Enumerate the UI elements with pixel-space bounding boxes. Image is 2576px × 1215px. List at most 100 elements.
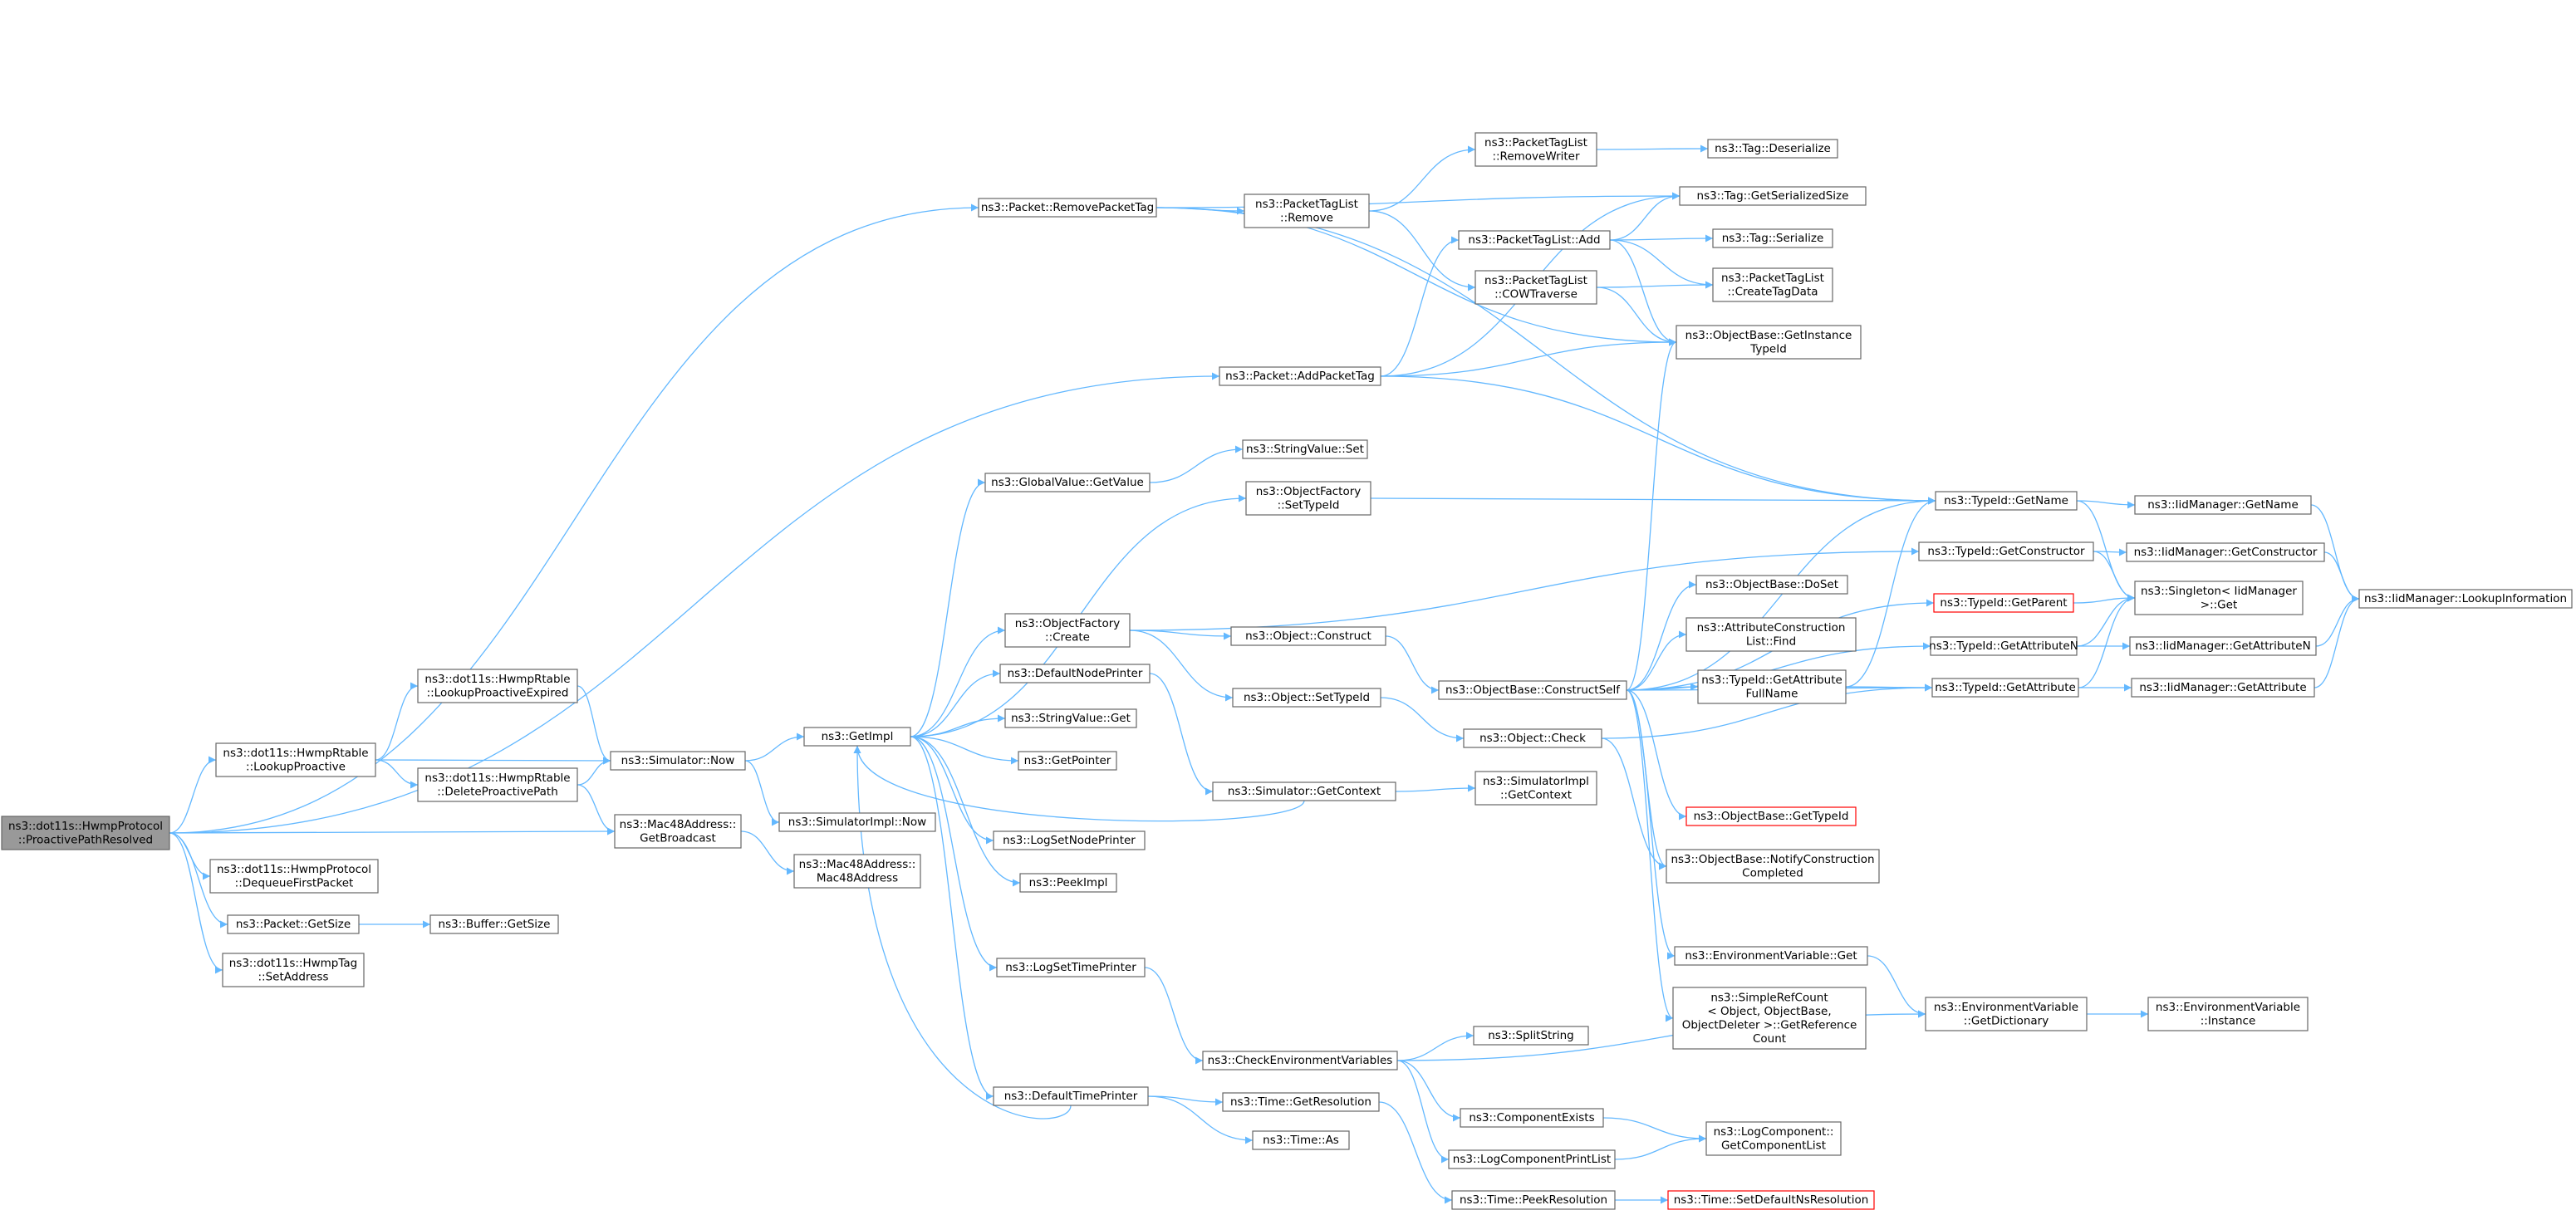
node-packetTagListCOWTraverse[interactable]: ns3::PacketTagList::COWTraverse: [1474, 270, 1597, 305]
node-checkEnvVars[interactable]: ns3::CheckEnvironmentVariables: [1202, 1051, 1398, 1070]
node-getImpl[interactable]: ns3::GetImpl: [803, 727, 911, 747]
node-singletonGet[interactable]: ns3::Singleton< IidManager>::Get: [2134, 581, 2304, 615]
node-iidManagerGetAttributeN[interactable]: ns3::IidManager::GetAttributeN: [2129, 636, 2317, 656]
node-label: ns3::Time::SetDefaultNsResolution: [1674, 1193, 1869, 1207]
node-box: [1685, 806, 1857, 826]
node-logSetNodePrinter[interactable]: ns3::LogSetNodePrinter: [993, 830, 1146, 850]
node-box: [614, 814, 742, 849]
node-lookupProactiveExpired[interactable]: ns3::dot11s::HwmpRtable::LookupProactive…: [417, 669, 578, 703]
node-defaultTimePrinter[interactable]: ns3::DefaultTimePrinter: [993, 1086, 1149, 1106]
node-typeIdGetAttributeN[interactable]: ns3::TypeId::GetAttributeN: [1929, 636, 2078, 656]
node-lookupProactive[interactable]: ns3::dot11s::HwmpRtable::LookupProactive: [215, 742, 376, 777]
node-box: [993, 1086, 1149, 1106]
edge-objectBaseConstructSelf-to-simpleRefCountGetReferenceCount: [1626, 689, 1674, 1022]
node-objectBaseGetTypeId[interactable]: ns3::ObjectBase::GetTypeId: [1685, 806, 1857, 826]
node-objectFactorySetTypeId[interactable]: ns3::ObjectFactory::SetTypeId: [1245, 481, 1371, 516]
edge-typeIdGetAttributeFullName-to-typeIdGetAttribute: [1845, 683, 1933, 692]
node-envVarGet[interactable]: ns3::EnvironmentVariable::Get: [1674, 946, 1868, 966]
edge-layer: [169, 145, 2360, 1204]
node-splitString[interactable]: ns3::SplitString: [1473, 1026, 1589, 1046]
edge-getImpl-to-objectFactoryCreate: [910, 626, 1006, 737]
node-box: [1004, 613, 1131, 648]
node-tagSerialize[interactable]: ns3::Tag::Serialize: [1712, 228, 1833, 248]
node-addPacketTag[interactable]: ns3::Packet::AddPacketTag: [1219, 366, 1381, 386]
node-label: ns3::GetImpl: [822, 730, 894, 743]
node-simulatorNow[interactable]: ns3::Simulator::Now: [610, 751, 746, 771]
node-typeIdGetAttribute[interactable]: ns3::TypeId::GetAttribute: [1931, 678, 2079, 698]
node-box: [1460, 1108, 1604, 1128]
node-iidManagerGetConstructor[interactable]: ns3::IidManager::GetConstructor: [2126, 542, 2325, 562]
node-simpleRefCountGetReferenceCount[interactable]: ns3::SimpleRefCount< Object, ObjectBase,…: [1672, 987, 1867, 1050]
edge-getImpl-to-globalValueGetValue: [910, 478, 986, 737]
edge-getImpl-to-defaultNodePrinter: [910, 669, 1001, 737]
node-peekImpl[interactable]: ns3::PeekImpl: [1019, 873, 1117, 893]
node-objectFactoryCreate[interactable]: ns3::ObjectFactory::Create: [1004, 613, 1131, 648]
node-mac48Address[interactable]: ns3::Mac48Address::Mac48Address: [793, 854, 921, 889]
node-stringValueGet[interactable]: ns3::StringValue::Get: [1004, 708, 1137, 728]
edge-objectBaseConstructSelf-to-objectBaseGetInstanceTypeId: [1626, 338, 1677, 691]
edge-typeIdGetName-to-iidManagerGetName: [2076, 500, 2136, 509]
node-box: [1438, 680, 1627, 700]
node-packetTagListCreateTagData[interactable]: ns3::PacketTagList::CreateTagData: [1712, 267, 1833, 302]
node-simImplGetContext[interactable]: ns3::SimulatorImpl::GetContext: [1474, 771, 1597, 806]
node-typeIdGetName[interactable]: ns3::TypeId::GetName: [1935, 491, 2078, 511]
node-box: [1930, 636, 2078, 656]
node-box: [2126, 542, 2325, 562]
node-label: TypeId: [1749, 342, 1787, 355]
node-timeSetDefaultNsResolution[interactable]: ns3::Time::SetDefaultNsResolution: [1667, 1190, 1875, 1210]
node-typeIdGetParent[interactable]: ns3::TypeId::GetParent: [1933, 593, 2074, 613]
node-label: ns3::EnvironmentVariable::Get: [1685, 949, 1857, 963]
node-getPointer[interactable]: ns3::GetPointer: [1018, 751, 1117, 771]
node-globalValueGetValue[interactable]: ns3::GlobalValue::GetValue: [984, 473, 1151, 492]
node-iidManagerGetName[interactable]: ns3::IidManager::GetName: [2134, 495, 2312, 515]
node-packetTagListAdd[interactable]: ns3::PacketTagList::Add: [1458, 230, 1611, 250]
node-tagDeserialize[interactable]: ns3::Tag::Deserialize: [1707, 139, 1838, 159]
node-hwmpTagSetAddr[interactable]: ns3::dot11s::HwmpTag::SetAddress: [222, 953, 365, 987]
node-objectConstruct[interactable]: ns3::Object::Construct: [1230, 626, 1386, 646]
node-label: ::SetAddress: [258, 970, 328, 983]
node-objectBaseConstructSelf[interactable]: ns3::ObjectBase::ConstructSelf: [1438, 680, 1627, 700]
node-timePeekResolution[interactable]: ns3::Time::PeekResolution: [1451, 1190, 1616, 1210]
node-objectBaseNotifyConstructionCompleted[interactable]: ns3::ObjectBase::NotifyConstructionCompl…: [1666, 849, 1880, 884]
edge-packetTagListCOWTraverse-to-objectBaseGetInstanceTypeId: [1596, 287, 1677, 346]
node-iidManagerLookupInformation[interactable]: ns3::IidManager::LookupInformation: [2358, 589, 2573, 609]
edge-typeIdGetAttribute-to-singletonGet: [2078, 594, 2136, 688]
node-packetGetSize[interactable]: ns3::Packet::GetSize: [227, 914, 360, 934]
node-logComponentGetComponentList[interactable]: ns3::LogComponent::GetComponentList: [1705, 1121, 1842, 1156]
node-logComponentPrintList[interactable]: ns3::LogComponentPrintList: [1448, 1149, 1616, 1169]
node-componentExists[interactable]: ns3::ComponentExists: [1460, 1108, 1604, 1128]
node-defaultNodePrinter[interactable]: ns3::DefaultNodePrinter: [999, 664, 1151, 683]
node-simImplNow[interactable]: ns3::SimulatorImpl::Now: [778, 812, 936, 832]
node-stringValueSet[interactable]: ns3::StringValue::Set: [1242, 439, 1368, 459]
node-label: ns3::CheckEnvironmentVariables: [1208, 1054, 1393, 1067]
node-timeAs[interactable]: ns3::Time::As: [1252, 1130, 1350, 1150]
node-simulatorGetContext[interactable]: ns3::Simulator::GetContext: [1212, 781, 1396, 801]
node-box: [2358, 589, 2573, 609]
node-packetTagListRemoveWriter[interactable]: ns3::PacketTagList::RemoveWriter: [1474, 132, 1597, 167]
node-logSetTimePrinter[interactable]: ns3::LogSetTimePrinter: [996, 958, 1146, 977]
edge-root-to-removePacketTag: [169, 203, 979, 834]
node-packetTagListRemove[interactable]: ns3::PacketTagList::Remove: [1244, 194, 1370, 228]
node-envVarGetDictionary[interactable]: ns3::EnvironmentVariable::GetDictionary: [1925, 997, 2088, 1031]
node-objectBaseDoSet[interactable]: ns3::ObjectBase::DoSet: [1695, 575, 1848, 595]
node-box: [1679, 186, 1867, 206]
node-iidManagerGetAttribute[interactable]: ns3::IidManager::GetAttribute: [2131, 678, 2315, 698]
node-timeGetResolution[interactable]: ns3::Time::GetResolution: [1222, 1092, 1380, 1112]
node-macGetBroadcast[interactable]: ns3::Mac48Address::GetBroadcast: [614, 814, 742, 849]
node-label: ns3::EnvironmentVariable: [1934, 1001, 2078, 1014]
node-tagGetSerializedSize[interactable]: ns3::Tag::GetSerializedSize: [1679, 186, 1867, 206]
node-typeIdGetConstructor[interactable]: ns3::TypeId::GetConstructor: [1918, 541, 2094, 561]
node-label: ::Instance: [2201, 1014, 2256, 1027]
node-bufferGetSize[interactable]: ns3::Buffer::GetSize: [429, 914, 559, 934]
node-envVarInstance[interactable]: ns3::EnvironmentVariable::Instance: [2147, 997, 2309, 1031]
node-removePacketTag[interactable]: ns3::Packet::RemovePacketTag: [978, 198, 1157, 218]
node-objectSetTypeId[interactable]: ns3::Object::SetTypeId: [1232, 688, 1381, 708]
node-deleteProactivePath[interactable]: ns3::dot11s::HwmpRtable::DeleteProactive…: [417, 767, 578, 802]
node-root[interactable]: ns3::dot11s::HwmpProtocol::ProactivePath…: [1, 816, 170, 850]
node-objectCheck[interactable]: ns3::Object::Check: [1463, 728, 1602, 748]
node-dequeueFirst[interactable]: ns3::dot11s::HwmpProtocol::DequeueFirstP…: [209, 859, 379, 894]
